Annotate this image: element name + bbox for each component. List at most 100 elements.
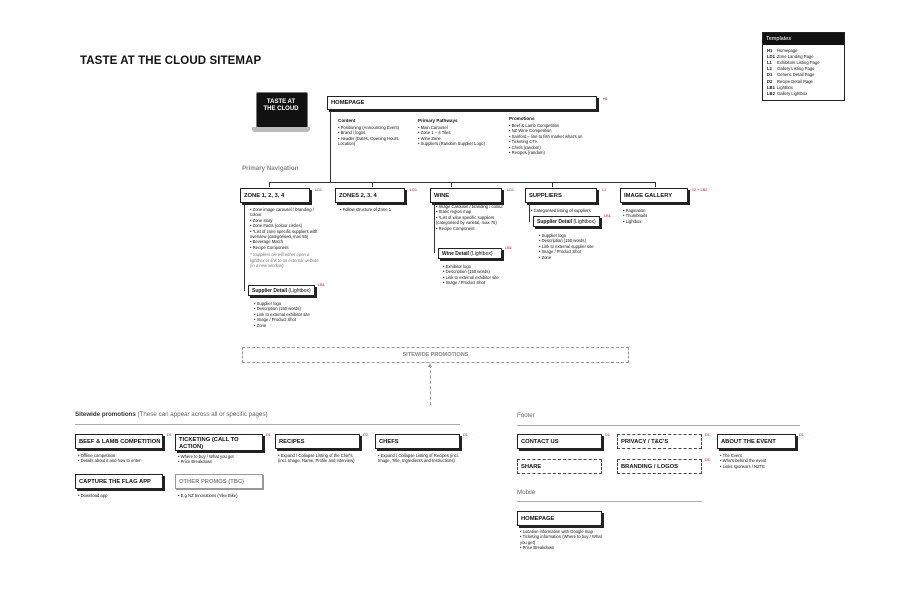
beef-lamb-list: Offline competitionDetails about it and …: [78, 453, 168, 464]
logo-line-1: TASTE AT: [266, 99, 296, 105]
legend-row: D1 Generic Detail Page: [763, 72, 844, 78]
list-item: Link to external supplier site: [539, 244, 614, 249]
supplier-detail-suppliers-tag: LB1: [604, 214, 611, 218]
mobile-heading: Mobile: [517, 489, 536, 496]
list-item: Description (150 words): [539, 238, 614, 243]
recipes-box[interactable]: RECIPES: [275, 434, 360, 449]
supplier-detail-suppliers[interactable]: Supplier Detail (Lightbox): [533, 216, 600, 227]
list-item: *List of wine specific suppliers (catego…: [436, 215, 508, 226]
list-item: Recipe Component: [250, 245, 322, 250]
list-item: Zone image carousel / branding / colour: [250, 207, 322, 218]
ticketing-box[interactable]: TICKETING (CALL TO ACTION): [175, 434, 263, 451]
homepage-pathways-heading: Primary Pathways: [418, 118, 458, 123]
list-item: Wine Zone: [418, 136, 503, 141]
legend-name: Generic Detail Page: [777, 72, 815, 78]
list-item: Follow structure of Zone 1: [340, 207, 420, 212]
list-item: Supplier logo: [254, 301, 329, 306]
sitewide-heading-sub: (These can appear across all or specific…: [137, 411, 268, 418]
nav-zones-2-4-tag: LD1: [410, 188, 417, 192]
nav-image-gallery[interactable]: IMAGE GALLERY: [620, 188, 688, 203]
primary-nav-label: Primary Navigation: [242, 165, 299, 172]
detail-light: (Lightbox): [470, 251, 493, 257]
homepage-box[interactable]: HOMEPAGE: [327, 96, 597, 110]
capture-flag-list: Download app: [78, 493, 168, 498]
chefs-box[interactable]: CHEFS: [375, 434, 460, 449]
list-item: Main Carousel: [418, 125, 503, 130]
supplier-detail-zone-list: Supplier logoDescription (150 words)Link…: [254, 301, 329, 328]
list-item: Description (150 words): [443, 269, 518, 274]
beef-lamb-box[interactable]: BEEF & LAMB COMPETITION: [75, 434, 163, 449]
nav-wine[interactable]: WINE: [430, 188, 502, 203]
sitewide-connector: [430, 365, 431, 405]
homepage-pathways-list: Main CarouselZone 1 – 4 TilesWine ZoneSu…: [418, 125, 503, 147]
privacy-tag: D1: [705, 433, 710, 437]
nav-image-gallery-tag: L2 + LB2: [692, 188, 708, 192]
nav-suppliers[interactable]: SUPPLIERS: [525, 188, 597, 203]
about-event-list: The EventWho's behind the eventLinks spo…: [720, 453, 800, 469]
suppliers-list: Categorised listing of suppliers: [531, 208, 606, 213]
legend-code: LB1: [767, 84, 775, 90]
homepage-content-list: Positioning (Announcing Event)Brand / lo…: [338, 125, 413, 147]
list-item: Download app: [78, 493, 168, 498]
list-item: Beverage Match: [250, 239, 322, 244]
list-item: Recipes (random): [509, 150, 584, 155]
list-item: Ticketing information (Where to buy / Wh…: [520, 534, 605, 545]
legend-code: D1: [767, 72, 773, 78]
list-item: The Event: [720, 453, 800, 458]
list-note: * Suppliers tile will either open a ligh…: [250, 252, 319, 269]
list-item: NZ Wine Competition: [509, 128, 584, 133]
list-item: *List of zone specific suppliers with ov…: [250, 229, 322, 240]
list-item: Where to buy / What you get: [178, 454, 268, 459]
legend-name: Exhibitors Listing Page: [777, 59, 820, 65]
list-item: Links sponsors / NZTE: [720, 464, 800, 469]
other-promos-box[interactable]: OTHER PROMOS (TBC): [175, 474, 263, 489]
sitewide-promotions-bar[interactable]: SITEWIDE PROMOTIONS: [242, 347, 629, 363]
detail-bold: Supplier Detail: [252, 288, 288, 294]
zones-2-4-list: Follow structure of Zone 1: [340, 207, 420, 212]
mobile-homepage-box[interactable]: HOMEPAGE: [517, 511, 602, 526]
wine-detail[interactable]: Wine Detail (Lightbox): [438, 248, 502, 259]
share-box[interactable]: SHARE: [517, 459, 602, 474]
contact-us-tag: D1: [605, 433, 610, 437]
list-item: Price Breakdown: [178, 459, 268, 464]
list-item: Suppliers (Random Supplier Logo): [418, 141, 503, 146]
list-item: Location information with Google map: [520, 529, 605, 534]
supplier-detail-zone[interactable]: Supplier Detail (Lightbox): [248, 285, 315, 296]
nav-wine-tag: LD1: [507, 188, 514, 192]
page-title: TASTE AT THE CLOUD SITEMAP: [80, 55, 262, 67]
branding-logos-tag: D1: [705, 458, 710, 462]
list-item: Chefs (random): [509, 145, 584, 150]
contact-us-box[interactable]: CONTACT US: [517, 434, 602, 449]
chefs-tag: D1: [463, 433, 468, 437]
branding-logos-box[interactable]: BRANDING / LOGOS: [617, 459, 702, 474]
wine-detail-list: Exhibitor logoDescription (150 words)Lin…: [443, 264, 518, 286]
laptop-logo: TASTE AT THE CLOUD: [252, 92, 310, 136]
zone-1-list: Zone image carousel / branding / colourZ…: [250, 207, 322, 268]
legend-code: L1: [767, 59, 772, 65]
supplier-detail-suppliers-list: Supplier logoDescription (150 words)Link…: [539, 233, 614, 260]
legend-code: L2: [767, 66, 772, 72]
nav-zone-1[interactable]: ZONE 1, 2, 3, 4: [240, 188, 310, 203]
nav-zones-2-4[interactable]: ZONES 2, 3, 4: [335, 188, 405, 203]
legend-heading: Templates: [763, 33, 844, 45]
sitewide-heading: Sitewide promotions (These can appear ac…: [75, 411, 268, 418]
privacy-box[interactable]: PRIVACY / T&C'S: [617, 434, 702, 449]
legend-code: LD1: [767, 53, 775, 59]
nav-zone-1-tag: LD1: [315, 188, 322, 192]
capture-flag-box[interactable]: CAPTURE THE FLAG APP: [75, 474, 163, 489]
legend-code: LB2: [767, 90, 775, 96]
about-event-tag: D1: [799, 433, 804, 437]
list-item: Supplier logo: [539, 233, 614, 238]
about-event-box[interactable]: ABOUT THE EVENT: [717, 434, 796, 449]
recipes-tag: D2: [363, 433, 368, 437]
wine-list: Image Carousel / branding / colourStatic…: [436, 204, 508, 231]
list-item: Static region map: [436, 209, 508, 214]
list-item: Beef & Lamb Competition: [509, 123, 584, 128]
detail-light: (Lightbox): [288, 288, 311, 294]
list-item: Image Carousel / branding / colour: [436, 204, 508, 209]
